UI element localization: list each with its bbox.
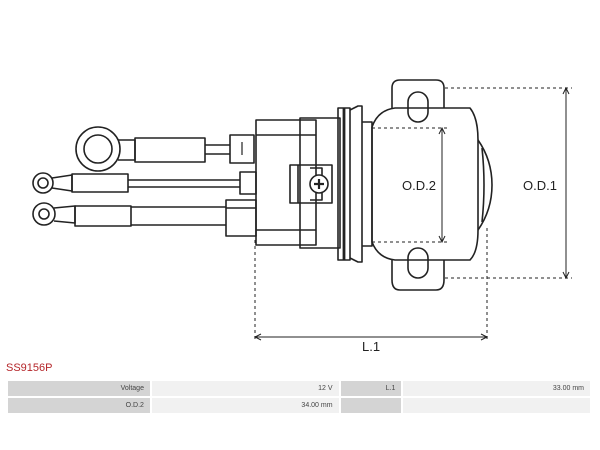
- spec-value: 33.00 mm: [403, 381, 590, 396]
- solenoid-body: [255, 105, 493, 263]
- table-row: Voltage 12 V L.1 33.00 mm: [8, 381, 590, 396]
- spec-value: [403, 398, 590, 413]
- od1-label: O.D.1: [523, 178, 557, 193]
- spec-value: 12 V: [151, 381, 339, 396]
- table-row: O.D.2 34.00 mm: [8, 398, 590, 413]
- spec-label: L.1: [340, 381, 402, 396]
- dimension-od2: [372, 126, 448, 244]
- small-ring-terminal-lower: [32, 199, 257, 237]
- mounting-flange-bottom: [391, 247, 445, 291]
- part-number: SS9156P: [6, 362, 53, 374]
- l1-label: L.1: [362, 339, 380, 354]
- dimension-l1: [253, 228, 489, 342]
- mounting-flange-top: [391, 79, 445, 123]
- od2-label: O.D.2: [402, 178, 436, 193]
- spec-label: O.D.2: [8, 398, 150, 413]
- spec-label: [340, 398, 402, 413]
- ring-terminal: [75, 126, 255, 172]
- specifications-table: Voltage 12 V L.1 33.00 mm O.D.2 34.00 mm: [6, 379, 592, 415]
- spec-value: 34.00 mm: [151, 398, 339, 413]
- spec-label: Voltage: [8, 381, 150, 396]
- solenoid-technical-drawing: O.D.2 O.D.1 L.1: [32, 79, 572, 354]
- dimension-od1: [445, 86, 572, 280]
- small-ring-terminal-upper: [32, 171, 257, 195]
